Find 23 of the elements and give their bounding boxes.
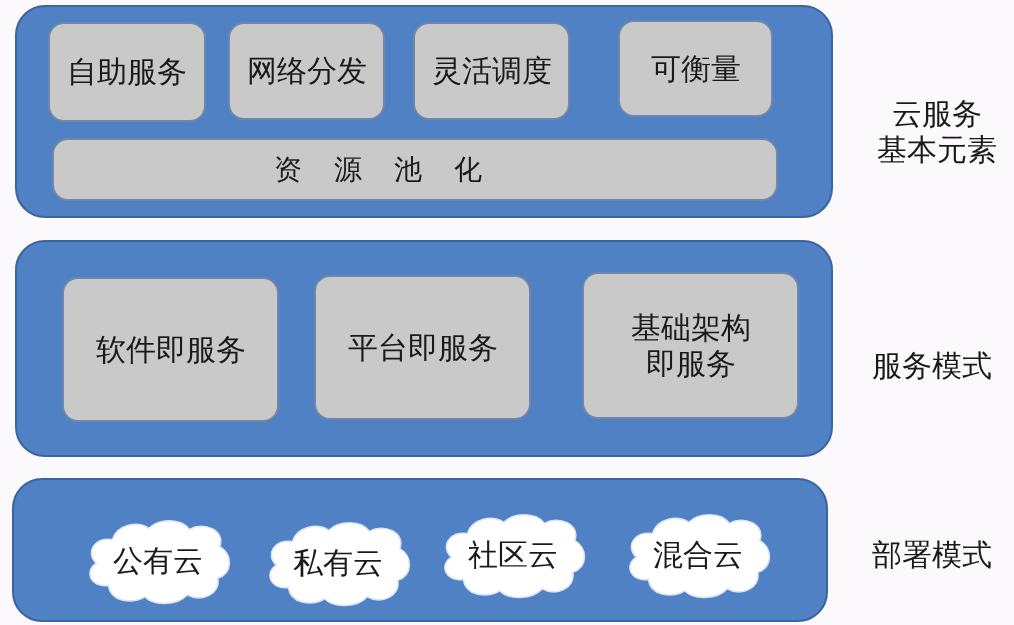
rounded-box <box>618 20 773 117</box>
box-label: 自助服务 <box>67 54 187 90</box>
box-label: 可衡量 <box>650 50 741 87</box>
box-label: 资源池化 <box>273 151 482 188</box>
rounded-box <box>413 22 570 120</box>
rounded-box <box>314 275 531 420</box>
rounded-box <box>62 277 279 422</box>
box-label: 平台即服务 <box>347 329 498 366</box>
box-label: 网络分发 <box>246 53 367 89</box>
rounded-box <box>582 272 799 419</box>
layer-label: 云服务基本元素 <box>877 96 997 168</box>
layer-label: 服务模式 <box>872 348 992 384</box>
box-label: 软件即服务 <box>95 331 246 368</box>
rounded-box <box>52 138 778 201</box>
rounded-box <box>228 22 385 120</box>
rounded-box <box>48 22 206 122</box>
cloud-label: 私有云 <box>293 545 383 581</box>
box-label: 基础架构即服务 <box>629 309 752 382</box>
cloud-label: 混合云 <box>653 537 743 573</box>
box-label: 灵活调度 <box>431 53 552 89</box>
cloud-label: 社区云 <box>468 537 558 573</box>
cloud-label: 公有云 <box>113 543 203 579</box>
layer-label: 部署模式 <box>872 537 992 573</box>
